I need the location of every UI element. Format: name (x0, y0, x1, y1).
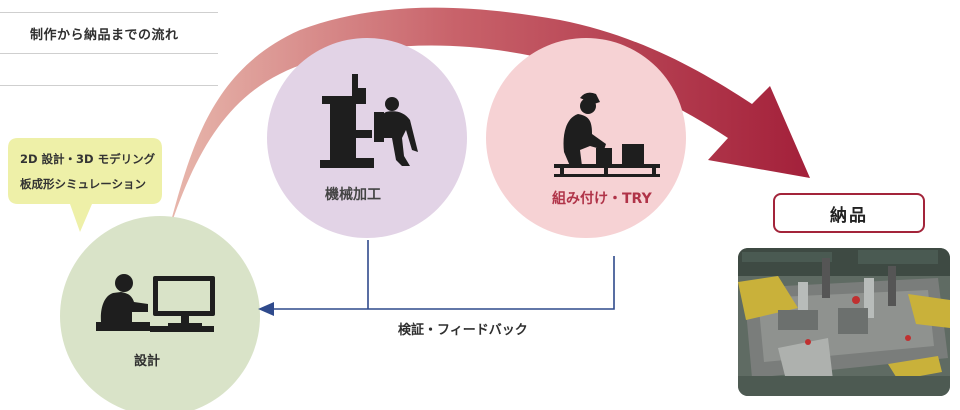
design-bubble-line1: 2D 設計・3D モデリング (20, 152, 156, 166)
machining-label: 機械加工 (325, 187, 381, 203)
delivery-label: 納品 (830, 205, 868, 226)
die-photo-illustration (738, 248, 950, 396)
machinist-icon (320, 74, 418, 168)
design-bubble-line2: 板成形シミュレーション (20, 177, 147, 191)
designer-icon (96, 274, 215, 332)
feedback-label: 検証・フィードバック (398, 323, 528, 338)
feedback-arrow (270, 240, 615, 310)
design-label: 設計 (134, 354, 161, 369)
delivery-box: 納品 (773, 193, 925, 233)
page-title: 制作から納品までの流れ (30, 28, 179, 43)
assembly-label: 組み付け・TRY (552, 191, 652, 207)
feedback-arrowhead (258, 302, 274, 316)
assembler-icon (554, 92, 660, 177)
design-speech-bubble (8, 138, 162, 232)
delivered-die-photo (738, 248, 950, 396)
title-block: 制作から納品までの流れ (0, 12, 218, 54)
title-divider (0, 85, 218, 86)
